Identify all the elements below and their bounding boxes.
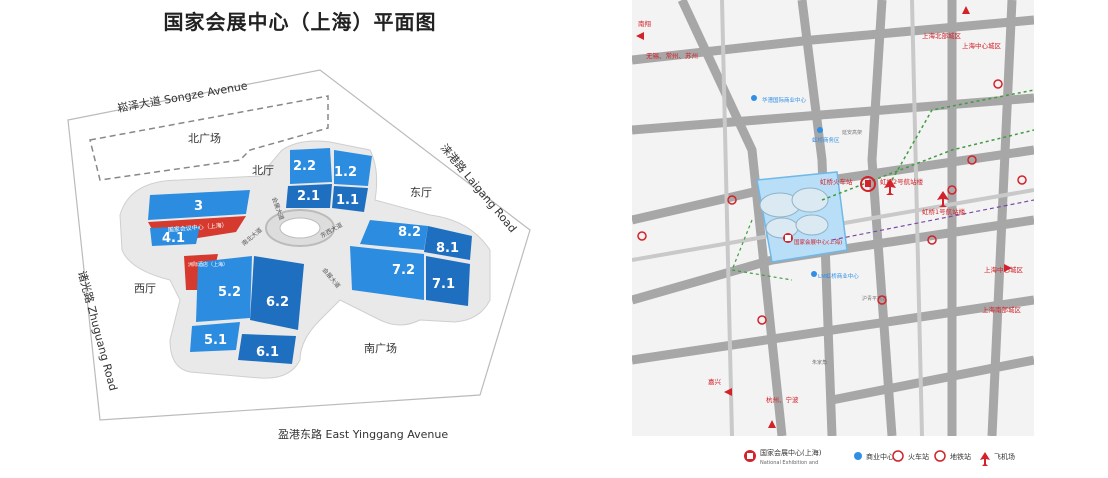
area-map-svg: 南翔 无锡、常州、苏州 上海北部城区 上海中心城区 虹桥火车站 虹桥2号航站楼 … [632, 0, 1034, 436]
hall-label: 1.2 [334, 165, 357, 180]
legend-venue: 国家会展中心(上海) National Exhibition and [744, 448, 822, 466]
legend-airport-label: 飞机场 [994, 452, 1015, 461]
map-text: 南翔 无锡、常州、苏州 上海北部城区 上海中心城区 虹桥火车站 虹桥2号航站楼 … [638, 19, 1024, 404]
business-pin-icon[interactable] [751, 95, 823, 277]
hall-3[interactable] [148, 190, 250, 220]
label-huqingping: 沪青平高速 [862, 295, 887, 302]
hall-6-1[interactable] [238, 334, 296, 364]
hall-2-1[interactable] [286, 184, 332, 208]
railway-icon [892, 450, 904, 462]
label-north-ring: 上海北部城区 [922, 31, 962, 40]
south-plaza-label: 南广场 [364, 341, 397, 355]
hall-label: 2.2 [293, 159, 316, 174]
road-south-label: 盈港东路 East Yinggang Avenue [278, 428, 448, 441]
hall-1-1[interactable] [332, 186, 368, 212]
legend-venue-line1: 国家会展中心(上海) [760, 448, 822, 457]
hall-label: 6.2 [266, 295, 289, 310]
legend-metro-label: 地铁站 [950, 452, 971, 461]
label-cities: 无锡、常州、苏州 [646, 51, 698, 60]
airport-icon[interactable] [937, 191, 949, 207]
hall-label: 8.2 [398, 225, 421, 240]
hall-labels: 3 4.1 2.2 2.1 1.2 1.1 8.2 8.1 7.2 7.1 5.… [162, 159, 459, 360]
label-venue: 国家会展中心(上海) [794, 238, 842, 246]
label-downtown-ne: 上海中心城区 [962, 41, 1002, 50]
venue-logo-icon [744, 450, 756, 462]
map-legend: 国家会展中心(上海) National Exhibition and 商业中心 … [632, 440, 1108, 474]
label-hangzhou: 杭州、宁波 [766, 395, 799, 404]
hall-label: 4.1 [162, 231, 185, 246]
label-zhuqiao: 朱家角 [812, 359, 827, 366]
venue-plan-svg: 崧泽大道 Songze Avenue 涞港路 Laigang Road 盈港东路… [67, 69, 531, 441]
venue-floor-plan: 国家会展中心（上海）平面图 崧泽大道 Songze Avenue 涞港路 Lai… [67, 10, 531, 441]
east-hall-label: 东厅 [410, 186, 432, 199]
hall-label: 3 [194, 199, 203, 214]
legend-rail-label: 火车站 [908, 452, 929, 461]
north-plaza-outline [89, 95, 329, 181]
area-map: 南翔 无锡、常州、苏州 上海北部城区 上海中心城区 虹桥火车站 虹桥2号航站楼 … [632, 0, 1034, 436]
hall-7-2[interactable] [350, 246, 424, 300]
venue-clover [759, 187, 829, 239]
hall-6-2[interactable] [250, 256, 304, 330]
legend-venue-line2: National Exhibition and [760, 460, 818, 466]
north-plaza-label: 北广场 [188, 131, 221, 145]
airport-icon[interactable] [884, 179, 896, 195]
rail-line [821, 129, 1034, 201]
road-north-label: 崧泽大道 Songze Avenue [116, 78, 249, 115]
page-title: 国家会展中心（上海）平面图 [163, 10, 437, 34]
legend-metro: 地铁站 [934, 450, 971, 462]
label-downtown-e: 上海中心城区 [984, 265, 1024, 274]
hall-1-2[interactable] [334, 150, 372, 186]
metro-icon [934, 450, 946, 462]
hall-4-1[interactable] [150, 226, 200, 246]
hall-8-1[interactable] [424, 226, 472, 260]
metro-line [831, 199, 1034, 241]
venue-logo-icon[interactable] [783, 233, 793, 243]
rail-line [891, 89, 1034, 181]
hall-label: 1.1 [336, 193, 359, 208]
label-csd: 虹桥商务区 [812, 136, 840, 144]
metro-icon[interactable] [637, 79, 1027, 325]
railway-icon[interactable] [860, 176, 876, 192]
site-boundary [67, 69, 531, 421]
hall-8-2[interactable] [360, 220, 428, 250]
hall-label: 7.2 [392, 263, 415, 278]
legend-airport: 飞机场 [980, 452, 1015, 466]
legend-business: 商业中心 [854, 452, 894, 461]
hall-label: 2.1 [297, 189, 320, 204]
business-pin-icon [854, 452, 862, 460]
label-jiaxing: 嘉兴 [708, 377, 722, 386]
airport-icon [980, 452, 990, 466]
label-t1: 虹桥1号航站楼 [922, 207, 966, 216]
label-cbd: LM虹桥商业中心 [818, 272, 859, 280]
label-south-city: 上海南部城区 [982, 305, 1022, 314]
hall-label: 8.1 [436, 241, 459, 256]
label-hq-station: 虹桥火车站 [820, 177, 853, 186]
hall-label: 5.2 [218, 285, 241, 300]
legend-rail: 火车站 [892, 450, 929, 462]
hall-7-1[interactable] [426, 256, 470, 306]
hall-5-2[interactable] [196, 256, 252, 322]
halls [148, 148, 472, 364]
hotel-label: 洲际酒店（上海） [188, 261, 228, 268]
west-hall-label: 西厅 [134, 282, 156, 295]
north-hall-label: 北厅 [252, 164, 274, 177]
label-t2: 虹桥2号航站楼 [880, 177, 924, 186]
label-huaqiao: 华漕国际商业中心 [762, 96, 807, 104]
legend-business-label: 商业中心 [866, 452, 894, 461]
hall-label: 5.1 [204, 333, 227, 348]
road-west-label: 诸光路 Zhuguang Road [75, 269, 121, 392]
label-nanxiang: 南翔 [638, 19, 652, 28]
hall-label: 6.1 [256, 345, 279, 360]
hall-2-2[interactable] [290, 148, 332, 184]
label-yanan: 延安高架 [842, 129, 862, 136]
hall-5-1[interactable] [190, 322, 240, 352]
direction-arrows [636, 6, 1012, 428]
hall-label: 7.1 [432, 277, 455, 292]
